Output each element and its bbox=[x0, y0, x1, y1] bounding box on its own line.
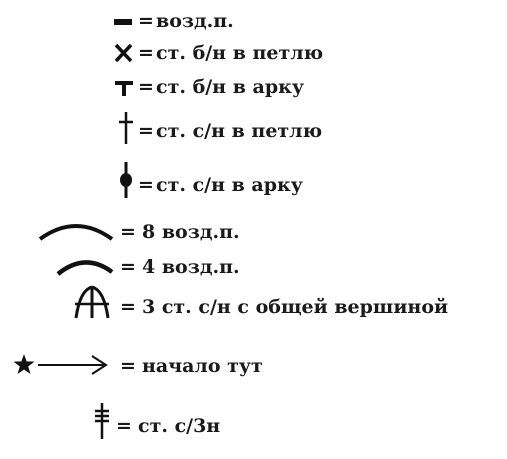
legend-label: ст. с/н в петлю bbox=[156, 120, 323, 142]
dc3tog-icon bbox=[72, 284, 112, 322]
equals-sign: = bbox=[120, 256, 136, 278]
legend-row-ch4: = 4 возд.п. bbox=[0, 252, 507, 282]
double-crochet-icon bbox=[92, 401, 112, 441]
legend-row-sc: = ст. б/н в петлю bbox=[0, 38, 507, 68]
legend-row-dc3tog: = 3 ст. с/н с общей вершиной bbox=[0, 285, 507, 322]
equals-sign: = bbox=[138, 76, 154, 98]
star-arrow-start-icon bbox=[14, 351, 110, 379]
legend-label: ст. с/н в арку bbox=[156, 174, 303, 196]
legend-label: 3 ст. с/н с общей вершиной bbox=[142, 296, 449, 318]
equals-sign: = bbox=[138, 174, 154, 196]
legend-label: возд.п. bbox=[156, 10, 234, 32]
cross-sc-icon bbox=[112, 40, 136, 66]
dc-icon bbox=[116, 110, 136, 146]
dc-arch-icon bbox=[116, 160, 136, 200]
equals-sign: = bbox=[120, 296, 136, 318]
equals-sign: = bbox=[116, 415, 132, 437]
legend-label: 4 возд.п. bbox=[142, 256, 240, 278]
equals-sign: = bbox=[120, 221, 136, 243]
legend-row-sc-arch: = ст. б/н в арку bbox=[0, 72, 507, 102]
legend-row-dc: = ст. с/н в петлю bbox=[0, 112, 507, 146]
equals-sign: = bbox=[138, 120, 154, 142]
legend-row-chain: = возд.п. bbox=[0, 6, 507, 36]
chain-8-arc-icon bbox=[38, 217, 114, 247]
equals-sign: = bbox=[120, 355, 136, 377]
legend-label: начало тут bbox=[142, 355, 263, 377]
legend-label: ст. с/3н bbox=[138, 415, 221, 437]
chain-stitch-dash-icon bbox=[112, 10, 136, 32]
legend-row-start: = начало тут bbox=[0, 351, 507, 381]
legend-label: ст. б/н в арку bbox=[156, 76, 305, 98]
legend-label: 8 возд.п. bbox=[142, 221, 240, 243]
legend-row-ch8: = 8 возд.п. bbox=[0, 217, 507, 247]
chain-4-arc-icon bbox=[56, 252, 114, 280]
equals-sign: = bbox=[138, 10, 154, 32]
legend-row-tr: = ст. с/3н bbox=[0, 403, 507, 441]
legend-row-dc-arch: = ст. с/н в арку bbox=[0, 162, 507, 200]
t-sc-arch-icon bbox=[112, 74, 136, 100]
legend-label: ст. б/н в петлю bbox=[156, 42, 324, 64]
equals-sign: = bbox=[138, 42, 154, 64]
